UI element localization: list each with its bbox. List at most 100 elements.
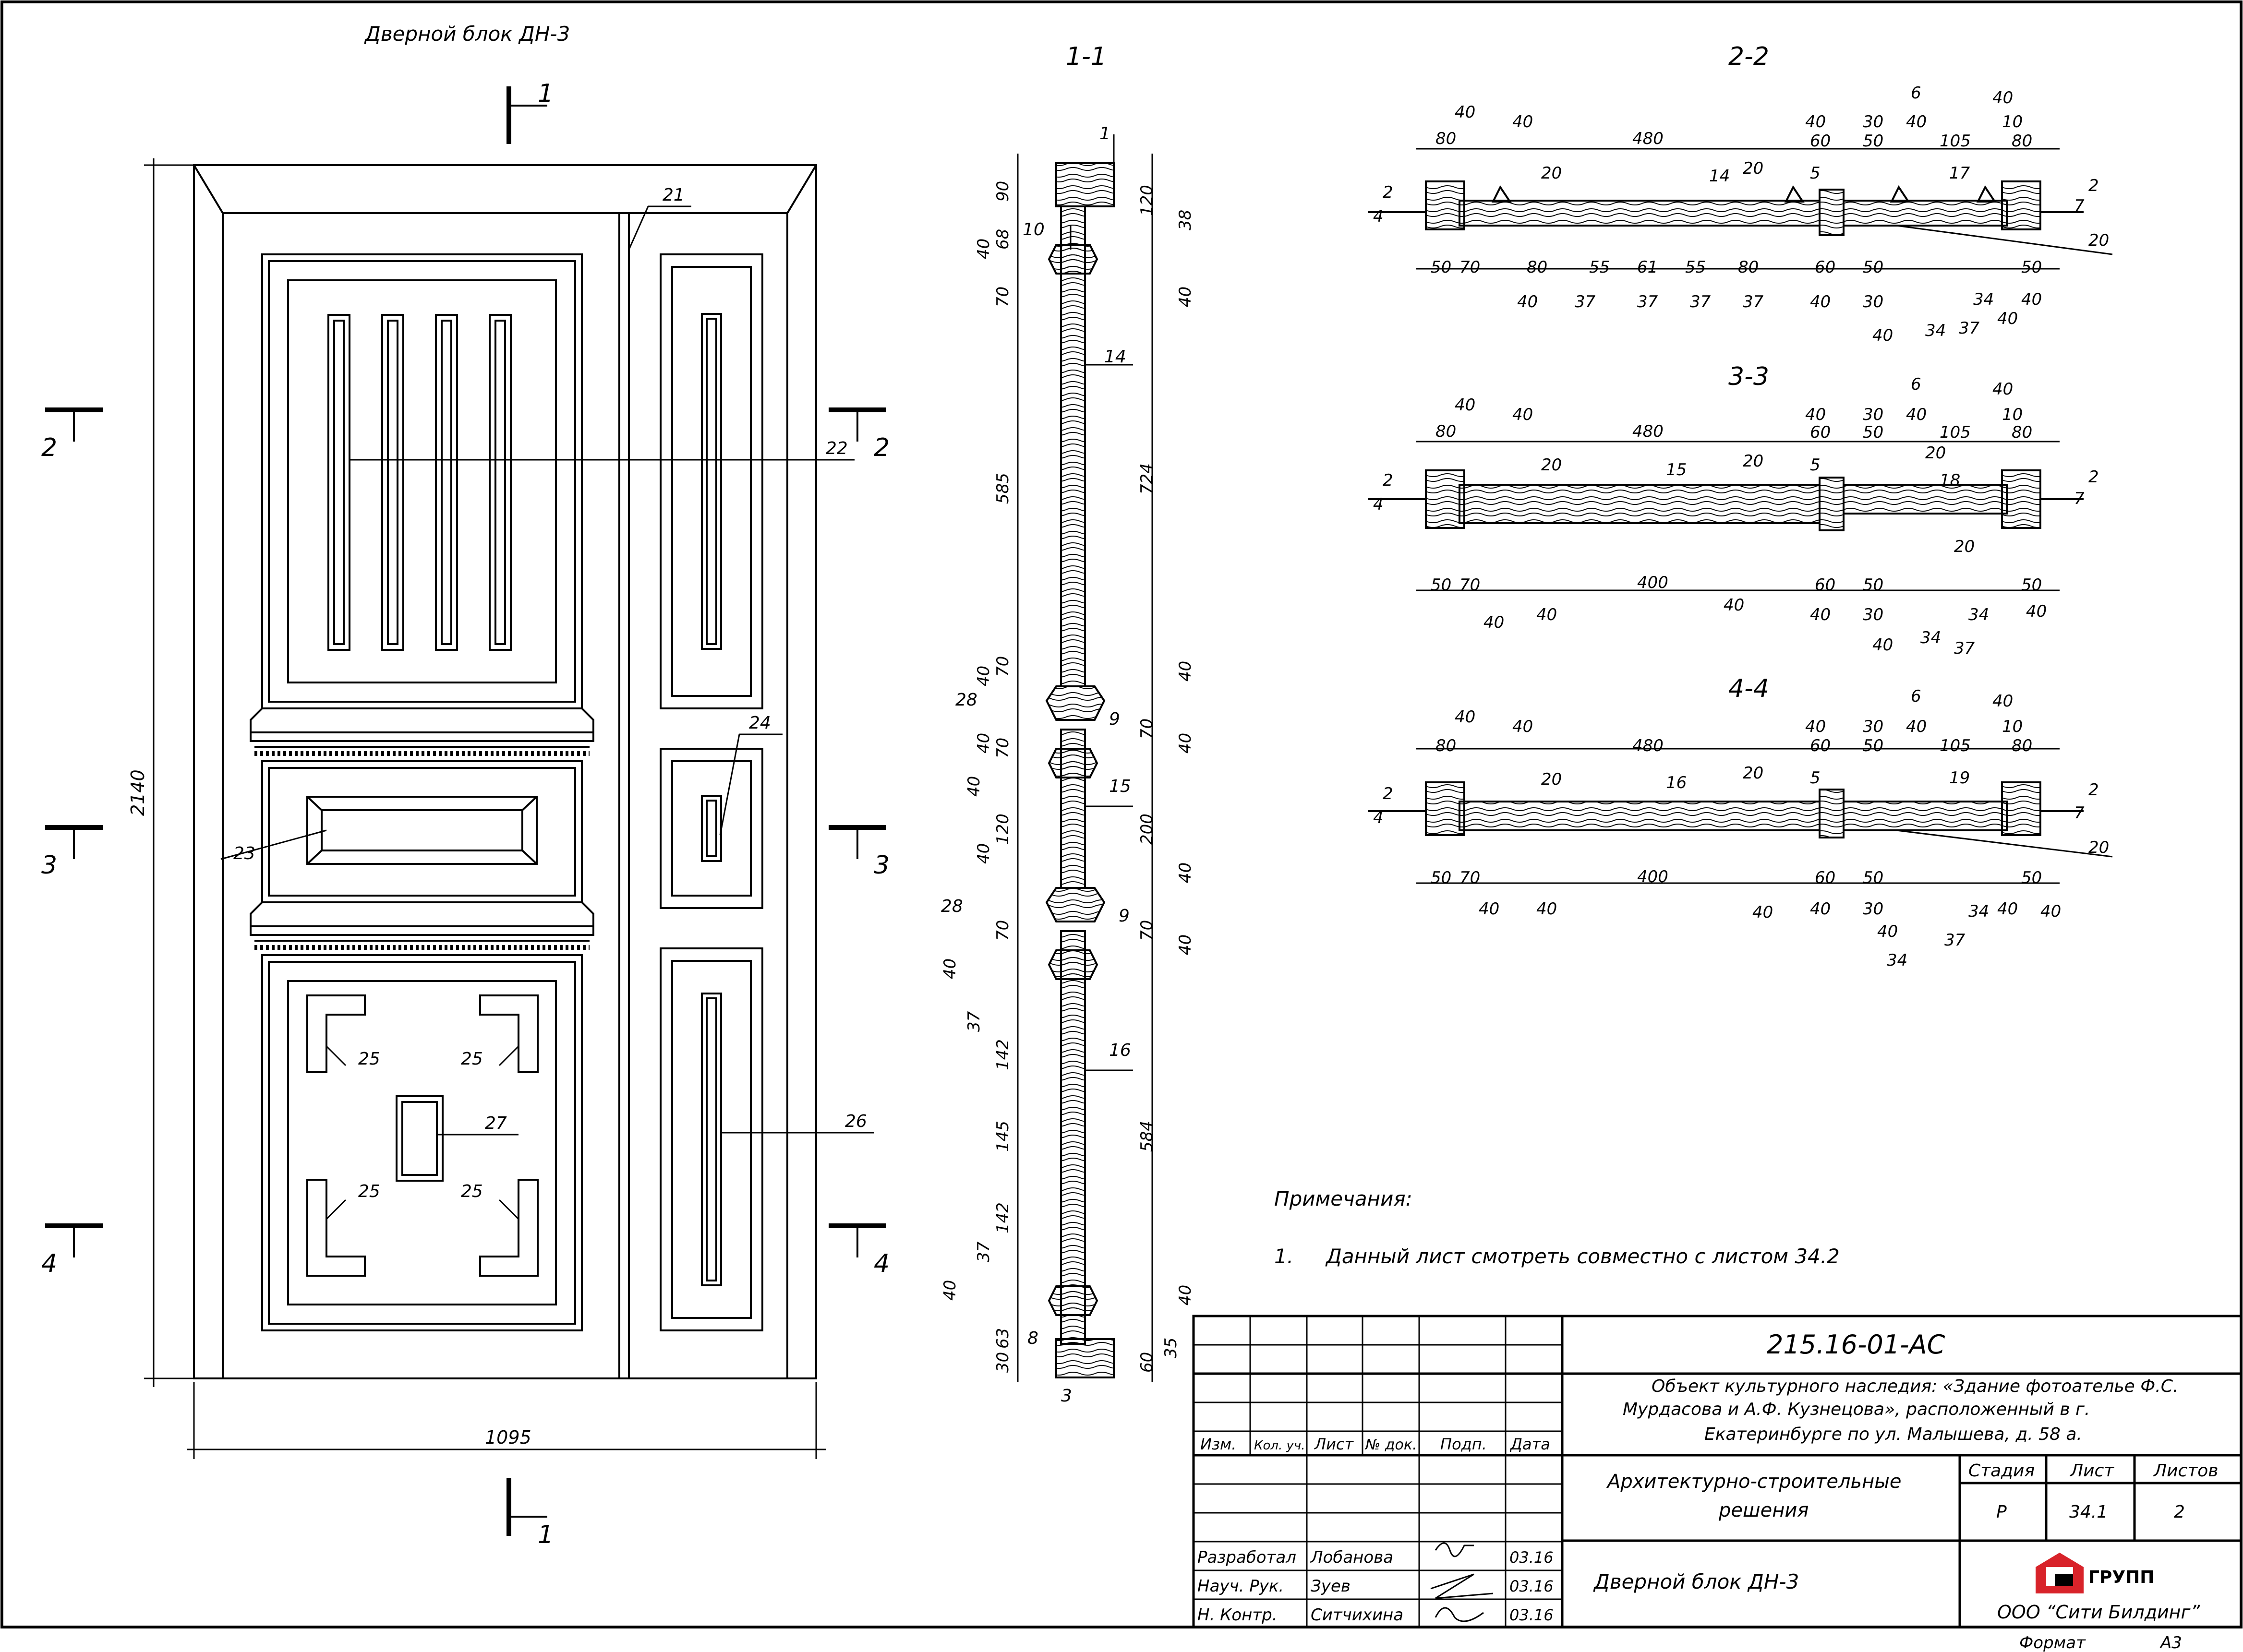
dim-1-1-right: 40 <box>1176 733 1195 754</box>
dim-2-2-top: 480 <box>1632 129 1664 148</box>
section-name-line-1: Архитектурно-строительные <box>1606 1471 1901 1493</box>
dim-4-4-bottom: 400 <box>1637 867 1668 886</box>
company-name: ООО “Сити Билдинг” <box>1997 1602 2200 1623</box>
format-label: Формат <box>2019 1633 2086 1652</box>
callout-4-4: 20 <box>1541 770 1562 789</box>
dim-1-1-right: 40 <box>1176 661 1195 682</box>
callout-3-3: 20 <box>1954 537 1975 556</box>
dim-1-1-left: 37 <box>974 1241 993 1262</box>
dim-1-1-left: 70 <box>993 738 1013 758</box>
callout-2-2: 20 <box>2088 231 2109 250</box>
dim-1-1-right: 60 <box>1137 1352 1157 1373</box>
dim-1-1-right: 120 <box>1137 185 1157 216</box>
callout-3-3: 6 <box>1911 375 1921 394</box>
dim-2-2-top: 40 <box>1805 112 1826 132</box>
dim-1-1-left: 70 <box>993 656 1013 677</box>
dim-2-2-top: 60 <box>1810 132 1831 151</box>
callout-2-2: 2 <box>2088 176 2099 195</box>
dim-3-3-bottom: 30 <box>1863 605 1883 624</box>
dim-1-1-left: 142 <box>993 1039 1013 1070</box>
callout-4-4: 7 <box>2074 803 2085 823</box>
callout: 25 <box>461 1182 483 1201</box>
dim-1-1-left: 585 <box>993 473 1013 504</box>
object-line-2: Мурдасова и А.Ф. Кузнецова», расположенн… <box>1623 1400 2090 1419</box>
dim-4-4-top: 40 <box>1906 717 1927 736</box>
dim-2-2-bottom: 37 <box>1743 292 1764 311</box>
callout-4-4: 4 <box>1373 808 1384 827</box>
callout: 25 <box>461 1049 483 1069</box>
date-norm-control: 03.16 <box>1509 1606 1554 1624</box>
cut-mark-label: 1 <box>538 79 554 108</box>
cut-mark-label: 4 <box>874 1249 890 1278</box>
dim-4-4-bottom: 40 <box>1877 922 1898 941</box>
dim-2-2-bottom: 50 <box>1863 258 1883 277</box>
callout-1-1: 16 <box>1109 1041 1131 1060</box>
dim-1-1-left: 90 <box>993 181 1013 202</box>
dim-4-4-bottom: 50 <box>1863 868 1883 887</box>
dim-2-2-bottom: 37 <box>1575 292 1596 311</box>
callout-1-1: 15 <box>1109 777 1131 796</box>
dim-4-4-bottom: 40 <box>1536 899 1557 919</box>
cut-mark-label: 3 <box>874 851 890 880</box>
document-code: 215.16-01-АС <box>1767 1329 1945 1360</box>
callout: 25 <box>358 1049 380 1069</box>
dim-4-4-top: 105 <box>1940 736 1971 755</box>
cut-mark-label: 2 <box>874 433 890 462</box>
value-stage: Р <box>1996 1502 2007 1522</box>
dim-3-3-bottom: 70 <box>1459 575 1480 595</box>
cut-mark-label: 4 <box>41 1249 57 1278</box>
dim-3-3-bottom: 40 <box>2026 602 2047 621</box>
dim-2-2-bottom: 55 <box>1589 258 1610 277</box>
dim-4-4-top: 40 <box>1512 717 1533 736</box>
dim-2-2-bottom: 80 <box>1527 258 1547 277</box>
dim-1-1-left: 68 <box>993 229 1013 250</box>
callout-1-1: 3 <box>1061 1386 1072 1406</box>
callout-1-1: 9 <box>1109 709 1120 729</box>
role-supervisor: Науч. Рук. <box>1197 1577 1284 1596</box>
dim-4-4-top: 40 <box>1455 707 1475 727</box>
dim-4-4-bottom: 30 <box>1863 899 1883 919</box>
dim-3-3-bottom: 60 <box>1815 575 1835 595</box>
callout-3-3: 5 <box>1810 455 1821 475</box>
col-doc: № док. <box>1364 1437 1417 1453</box>
dim-1-1-left: 40 <box>974 239 993 259</box>
name-supervisor: Зуев <box>1311 1577 1351 1596</box>
dim-4-4-top: 480 <box>1632 736 1664 755</box>
callout-3-3: 4 <box>1373 495 1384 514</box>
name-norm-control: Ситчихина <box>1311 1605 1403 1625</box>
dim-4-4-top: 40 <box>1805 717 1826 736</box>
dim-4-4-bottom: 70 <box>1459 868 1480 887</box>
section-1-1-drawing <box>1017 134 1153 1382</box>
dim-2-2-bottom: 34 <box>1925 321 1946 340</box>
name-developer: Лобанова <box>1310 1548 1393 1567</box>
page-title: Дверной блок ДН-3 <box>364 22 570 46</box>
dim-3-3-bottom: 34 <box>1920 628 1941 647</box>
dim-2-2-bottom: 55 <box>1685 258 1706 277</box>
col-date: Дата <box>1509 1435 1550 1453</box>
col-podp: Подп. <box>1440 1435 1487 1453</box>
dim-1-1-left: 40 <box>941 958 960 979</box>
format-value: А3 <box>2159 1633 2182 1652</box>
dim-1-1-right: 40 <box>1176 862 1195 883</box>
callout-2-2: 20 <box>1541 164 1562 183</box>
callout-2-2: 20 <box>1743 159 1763 178</box>
dim-4-4-bottom: 40 <box>2040 902 2061 921</box>
dim-1-1-right: 584 <box>1137 1121 1157 1152</box>
dim-1-1-right: 70 <box>1137 718 1157 739</box>
dim-3-3-bottom: 40 <box>1872 635 1893 655</box>
section-2-2-drawing <box>1368 148 2113 270</box>
notes-heading: Примечания: <box>1274 1187 1412 1210</box>
value-sheet: 34.1 <box>2069 1502 2108 1522</box>
dim-1-1-left: 70 <box>993 287 1013 307</box>
dim-3-3-bottom: 34 <box>1968 605 1989 624</box>
dim-3-3-top: 80 <box>1435 422 1456 441</box>
dim-2-2-top: 105 <box>1940 132 1971 151</box>
dim-3-3-bottom: 37 <box>1954 639 1975 658</box>
role-developer: Разработал <box>1197 1548 1296 1567</box>
section-4-4-drawing <box>1368 748 2113 884</box>
callout-2-2: 5 <box>1810 164 1821 183</box>
dim-2-2-bottom: 60 <box>1815 258 1835 277</box>
dim-3-3-top: 50 <box>1863 423 1883 442</box>
dim-4-4-top: 10 <box>2002 717 2023 736</box>
dim-1-1-right: 70 <box>1137 920 1157 941</box>
